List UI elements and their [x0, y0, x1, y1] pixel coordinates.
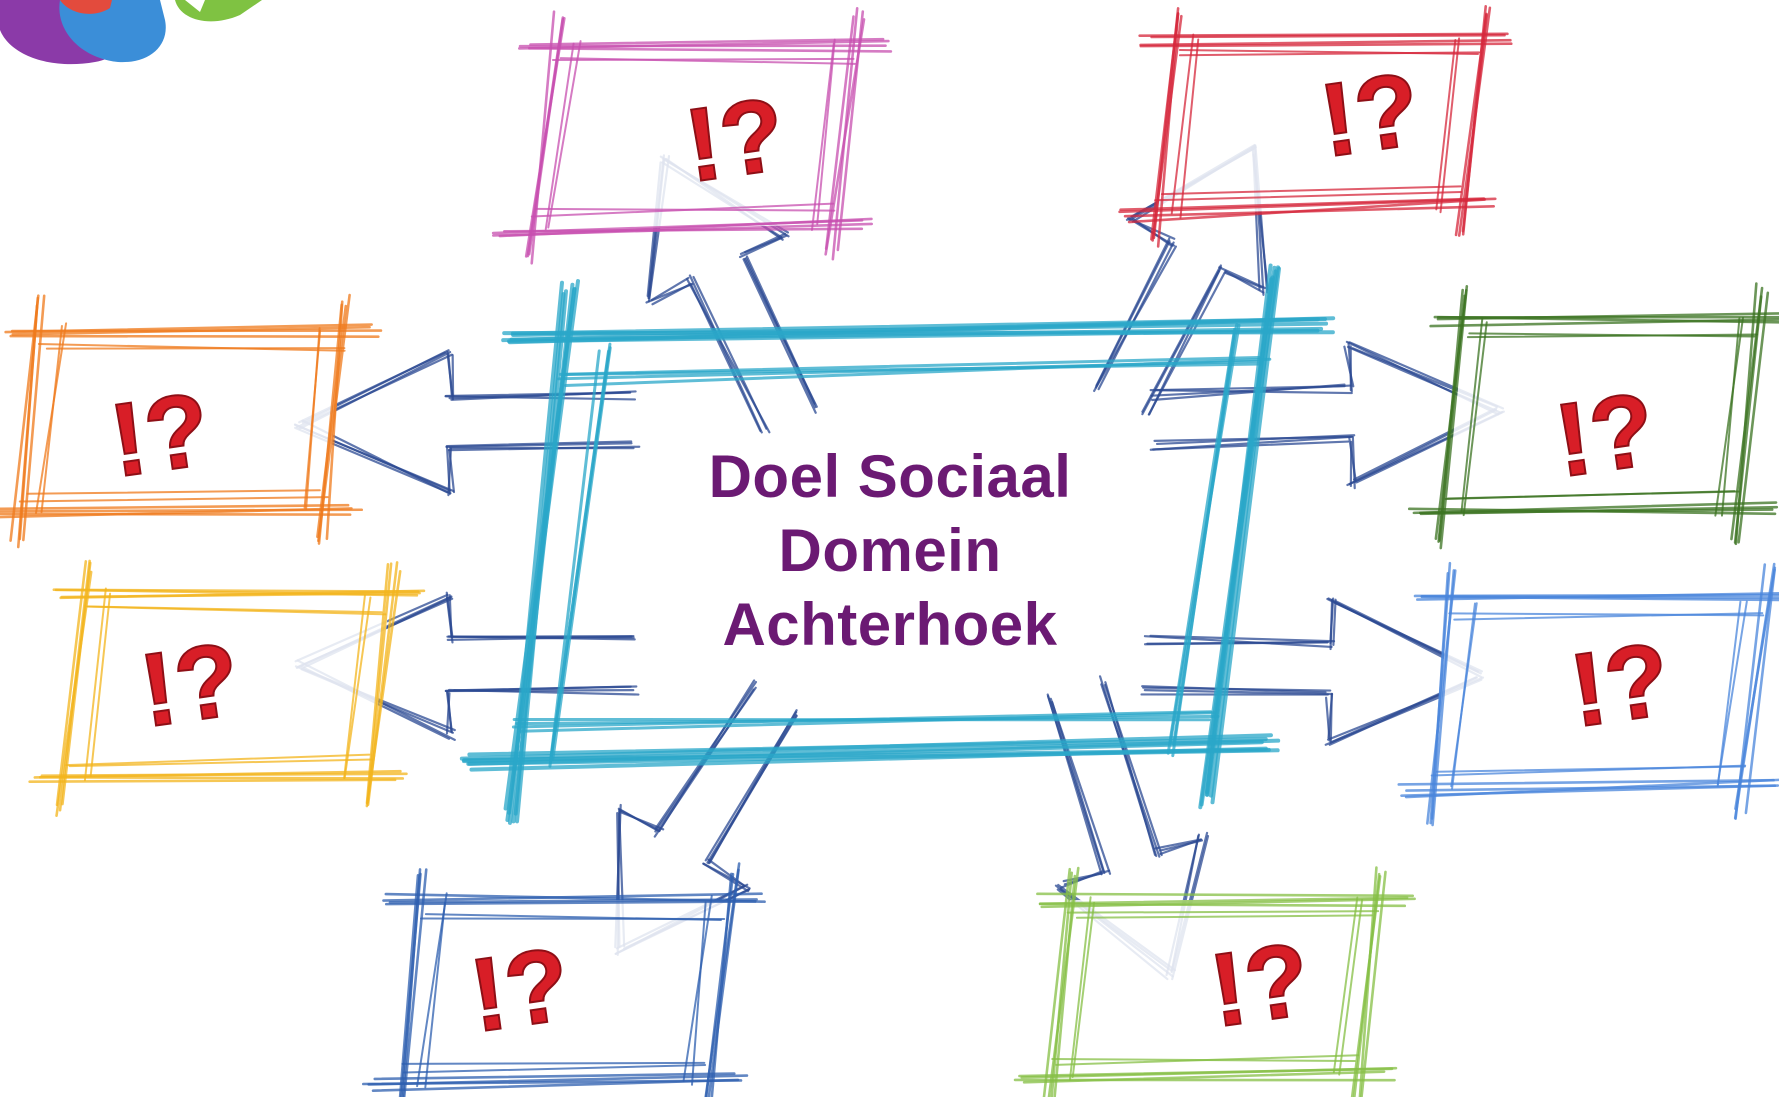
node-yellow-fill [65, 595, 390, 780]
center-title: Doel Sociaal Domein Achterhoek [660, 440, 1120, 662]
node-darkgreen-symbol: !? [1548, 371, 1661, 500]
center-title-line-3: Achterhoek [722, 591, 1058, 658]
node-lightgreen-fill [1050, 900, 1380, 1080]
node-pink-fill [530, 45, 855, 230]
node-darkgreen: !? [1407, 282, 1779, 550]
node-yellow-symbol: !? [133, 621, 246, 750]
center-frame [459, 263, 1336, 825]
center-title-line-1: Doel Sociaal [708, 443, 1072, 510]
node-navy: !? [361, 862, 766, 1097]
node-blue-fill [1430, 600, 1765, 790]
center-title-line-2: Domein [778, 517, 1002, 584]
node-navy-symbol: !? [463, 926, 576, 1055]
node-pink: !? [491, 7, 893, 265]
node-orange-symbol: !? [103, 371, 216, 500]
logo-blob-blue [59, 0, 166, 63]
node-darkgreen-fill [1445, 320, 1760, 515]
nodes-layer: !?!?!?!?!?!?!?!? [0, 5, 1779, 1097]
node-blue-symbol: !? [1563, 621, 1676, 750]
node-orange-fill [20, 330, 345, 515]
node-orange: !? [0, 293, 383, 549]
arrow-to-orange [293, 349, 641, 497]
logo-blob-green [175, 0, 262, 22]
node-lightgreen: !? [1013, 866, 1416, 1097]
node-lightgreen-symbol: !? [1203, 921, 1316, 1050]
node-red-fill [1155, 40, 1480, 215]
arrow-to-red [1093, 143, 1269, 416]
logo-blob-red [60, 0, 112, 14]
node-red: !? [1118, 5, 1513, 248]
logo-icon [0, 0, 262, 65]
node-pink-symbol: !? [678, 76, 791, 205]
node-navy-fill [400, 900, 730, 1085]
logo-blob-white [185, 0, 205, 12]
node-blue: !? [1397, 561, 1779, 827]
node-yellow: !? [28, 559, 426, 818]
node-red-symbol: !? [1313, 51, 1426, 180]
